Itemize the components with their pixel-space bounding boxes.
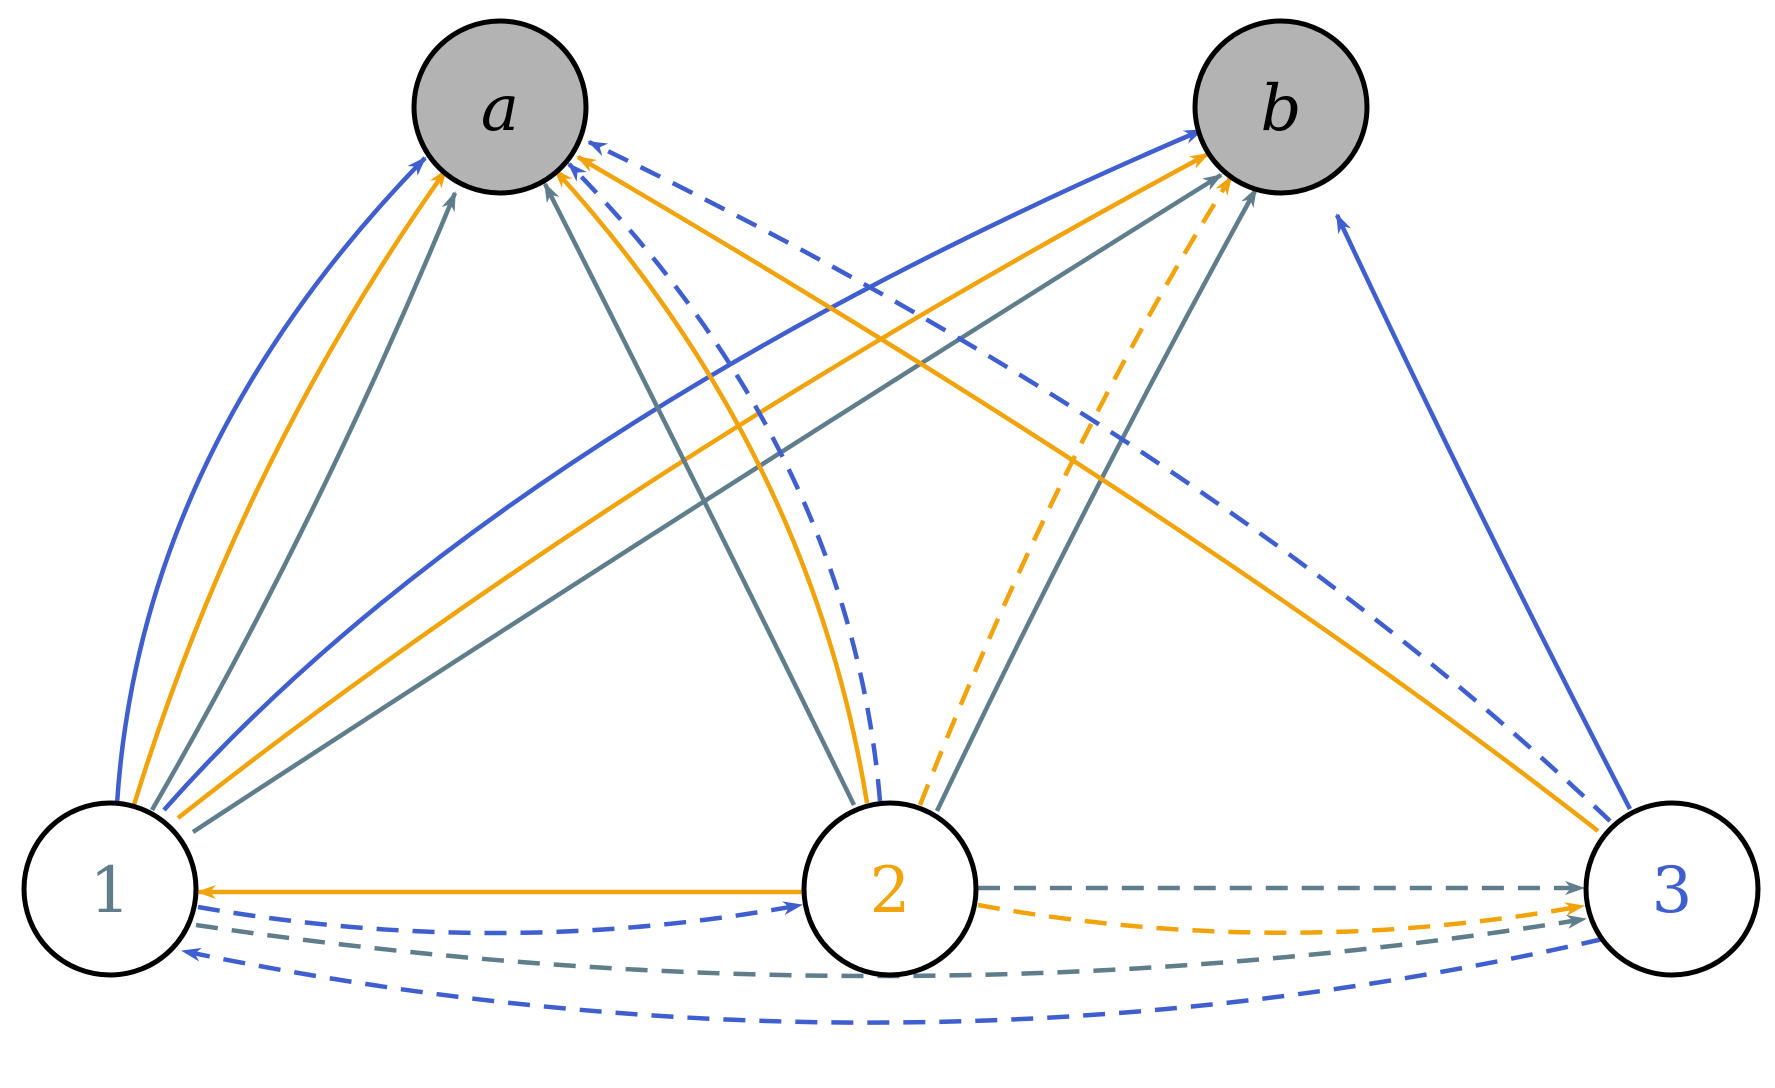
edges-layer — [114, 127, 1632, 1025]
node-n1-label: 1 — [90, 854, 131, 928]
edge-n1-to-b-orange-solid — [176, 152, 1210, 820]
node-b-label: b — [1261, 72, 1302, 146]
node-a: a — [411, 18, 589, 196]
node-n3-circle — [1583, 800, 1761, 978]
node-n1-circle — [21, 800, 199, 978]
node-n3-label: 3 — [1652, 854, 1693, 928]
node-n3: 3 — [1583, 800, 1761, 978]
edge-n1-to-a-slate-solid — [150, 191, 458, 812]
edge-n2-to-a-blue-dashed — [567, 162, 883, 802]
edge-n3-to-a-blue-dashed — [587, 139, 1612, 823]
edge-n1-to-a-blue-solid — [114, 156, 427, 805]
node-n2: 2 — [801, 800, 979, 978]
node-n2-circle — [801, 800, 979, 978]
edge-n1-to-a-orange-solid — [131, 168, 448, 806]
edge-n3-to-b-blue-solid — [1334, 213, 1632, 811]
node-b-circle — [1192, 18, 1370, 196]
edge-n2-to-a-orange-solid — [553, 168, 870, 804]
edge-n2-to-a-slate-solid — [542, 182, 857, 806]
node-n2-label: 2 — [870, 854, 911, 928]
edge-n2-to-b-orange-dashed — [917, 175, 1233, 806]
node-n1: 1 — [21, 800, 199, 978]
node-a-label: a — [481, 72, 519, 146]
edge-n1-to-n2-blue-dashed — [197, 901, 803, 936]
edge-n2-to-b-slate-solid — [934, 187, 1258, 812]
edge-n1-to-b-blue-solid — [162, 127, 1204, 812]
edge-n3-to-a-orange-solid — [576, 155, 1600, 833]
nodes-layer: a b 1 2 3 — [21, 18, 1761, 978]
edge-n2-to-n3-orange-dashed — [977, 902, 1585, 935]
node-b: b — [1192, 18, 1370, 196]
node-a-circle — [411, 18, 589, 196]
